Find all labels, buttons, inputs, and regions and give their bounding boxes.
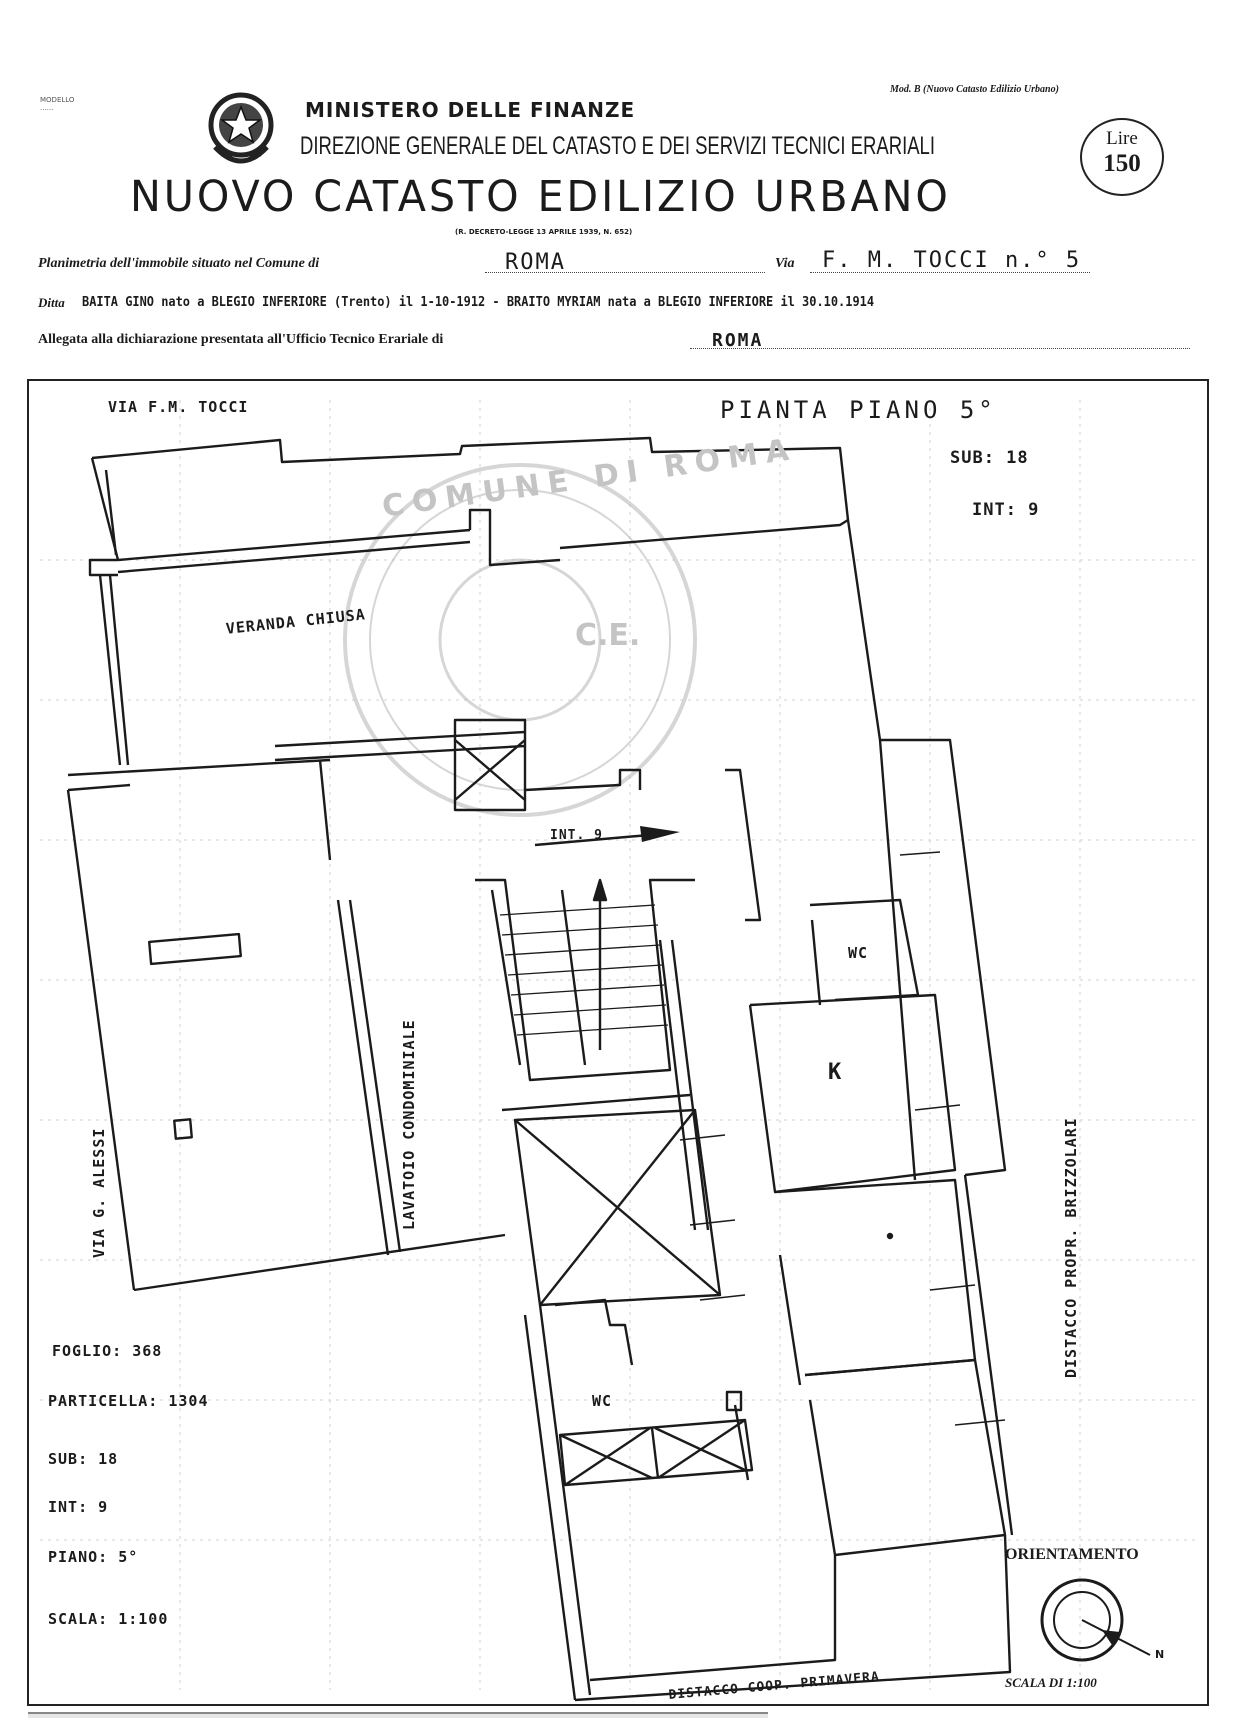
plan-sub-label: SUB: 18 <box>950 448 1029 468</box>
piano-label: PIANO: 5° <box>48 1548 139 1566</box>
ufficio-value: ROMA <box>712 330 764 351</box>
wc-upper-label: WC <box>848 944 869 962</box>
plan-int-label: INT: 9 <box>972 500 1040 520</box>
corner-stamp: MODELLO ...... <box>40 96 74 112</box>
north-label: N <box>1155 1648 1165 1661</box>
bottom-edge-strip <box>28 1712 768 1718</box>
lavatoio-label: LAVATOIO CONDOMINIALE <box>400 1019 418 1230</box>
plan-walls <box>66 436 1014 1702</box>
cadastral-int-label: INT: 9 <box>48 1498 109 1516</box>
foglio-label: FOGLIO: 368 <box>52 1342 163 1360</box>
via-value: F. M. TOCCI n.° 5 <box>822 248 1082 273</box>
decree-reference: (R. DECRETO-LEGGE 13 APRILE 1939, N. 652… <box>455 228 633 236</box>
corner-stamp-line2: ...... <box>40 104 54 112</box>
model-reference: Mod. B (Nuovo Catasto Edilizio Urbano) <box>890 84 1059 95</box>
directorate-name: DIREZIONE GENERALE DEL CATASTO E DEI SER… <box>300 132 935 160</box>
wc-lower-label: WC <box>592 1392 613 1410</box>
document-title: NUOVO CATASTO EDILIZIO URBANO <box>130 172 951 222</box>
street-left-label: VIA G. ALESSI <box>90 1127 108 1258</box>
fee-label: Lire <box>1106 128 1138 149</box>
particella-label: PARTICELLA: 1304 <box>48 1392 209 1410</box>
ministry-name: MINISTERO DELLE FINANZE <box>305 98 636 122</box>
scale-note: SCALA DI 1:100 <box>1005 1675 1097 1690</box>
republic-emblem-icon <box>208 92 274 164</box>
cadastral-sub-label: SUB: 18 <box>48 1450 119 1468</box>
street-top-label: VIA F.M. TOCCI <box>108 398 249 416</box>
fee-value: 150 <box>1103 150 1141 177</box>
int-arrow-label: INT. 9 <box>550 828 603 843</box>
orientation-label: ORIENTAMENTO <box>1005 1546 1139 1563</box>
fee-stamp: Lire 150 <box>1080 118 1164 196</box>
comune-field-line <box>485 272 765 273</box>
grid-lines <box>40 400 1200 1690</box>
ditta-label: Ditta <box>38 295 65 310</box>
window-marks <box>679 851 1006 1426</box>
scala-label: SCALA: 1:100 <box>48 1610 169 1628</box>
kitchen-label: K <box>828 1060 843 1085</box>
comune-value: ROMA <box>505 250 566 275</box>
compass-icon <box>1040 1578 1151 1662</box>
allegata-label: Allegata alla dichiarazione presentata a… <box>38 332 444 347</box>
int-arrow <box>534 826 680 847</box>
ufficio-field-line <box>690 348 1190 349</box>
sheet-frame <box>27 379 1209 1706</box>
neighbor-right-label: DISTACCO PROPR. BRIZZOLARI <box>1062 1117 1080 1378</box>
corner-stamp-line1: MODELLO <box>40 96 75 104</box>
via-label: Via <box>775 256 795 271</box>
planimetry-label: Planimetria dell'immobile situato nel Co… <box>38 256 320 271</box>
plan-title: PIANTA PIANO 5° <box>720 396 997 424</box>
ditta-value: BAITA GINO nato a BLEGIO INFERIORE (Tren… <box>82 295 875 310</box>
via-field-line <box>810 272 1090 273</box>
stamp-inner-text: C.E. <box>575 618 641 653</box>
